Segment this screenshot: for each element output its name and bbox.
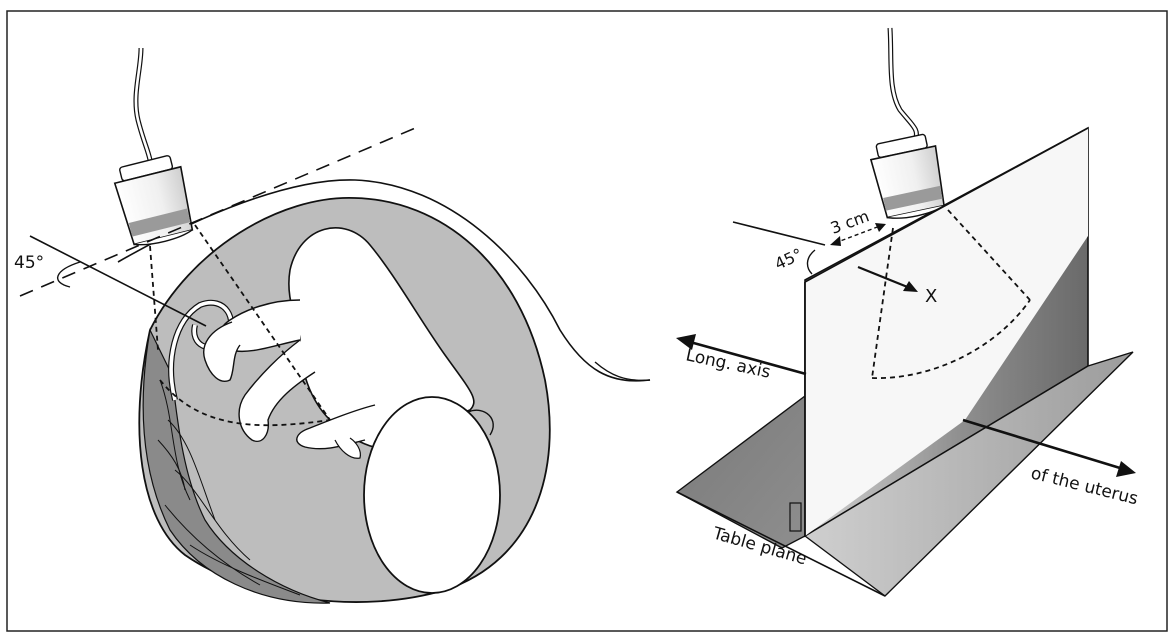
angle-label-left: 45° (14, 253, 44, 273)
left-panel-fetus-illustration: 45° (14, 48, 650, 603)
ultrasound-probe-right (868, 132, 949, 223)
probe-cable-left (136, 48, 150, 160)
ultrasound-probe-left (111, 153, 197, 250)
right-panel-plane-diagram: 3 cm 45° X Long. axis of the uterus Tabl… (676, 28, 1140, 596)
distance-label: 3 cm (828, 206, 872, 237)
abdomen-fold (595, 362, 650, 380)
angle-arc-right (807, 250, 815, 274)
point-label-x: X (925, 286, 937, 307)
long-axis-label: Long. axis (684, 345, 772, 382)
table-plane-left (677, 396, 805, 548)
reference-line-right (733, 222, 825, 245)
reference-line-left (30, 236, 206, 326)
angle-label-right: 45° (772, 244, 806, 273)
fetus-head (364, 397, 500, 593)
